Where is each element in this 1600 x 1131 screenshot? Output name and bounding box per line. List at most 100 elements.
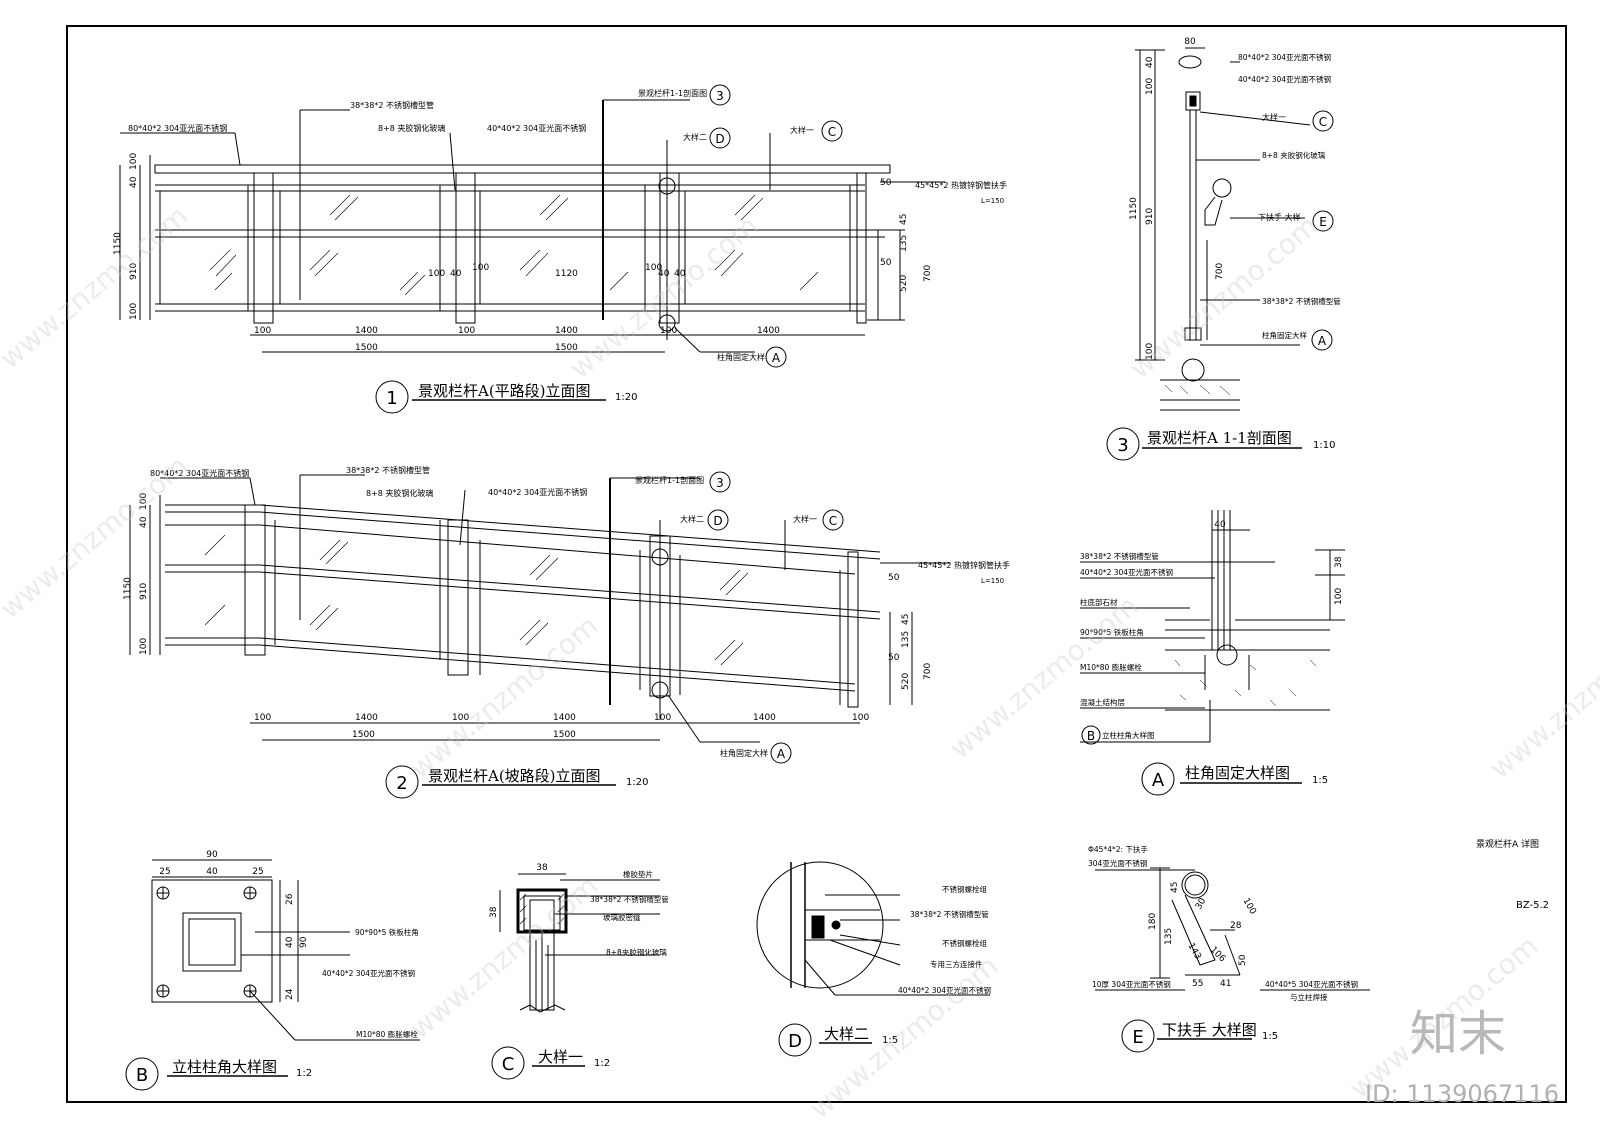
svg-text:50: 50 <box>880 178 892 188</box>
v1-ref-sec: 3 <box>716 89 724 103</box>
v2-ref-sec-circle <box>709 471 731 493</box>
svg-text:1400: 1400 <box>555 326 578 336</box>
vd-title: 大样二 <box>824 1025 869 1043</box>
svg-text:135: 135 <box>899 235 909 252</box>
v3-num: 3 <box>1117 435 1128 456</box>
v2-ref-sec: 3 <box>716 476 724 490</box>
svg-text:100: 100 <box>1145 343 1155 360</box>
v1-right-dims: 50 45 135 50 520 700 <box>880 178 933 292</box>
svg-text:55: 55 <box>1192 979 1203 989</box>
svg-text:520: 520 <box>901 673 911 690</box>
svg-text:1500: 1500 <box>352 730 375 740</box>
v3-label-top: 80*40*2 304亚光面不锈钢 <box>1238 52 1331 62</box>
view-1-flat-elevation <box>119 99 945 353</box>
svg-text:1400: 1400 <box>757 326 780 336</box>
v3-ref-base: A <box>1318 334 1327 348</box>
v1-ref-sec-circle <box>709 84 731 106</box>
v3-label-d1: 大样一 <box>1262 112 1286 122</box>
vc-label-4: 8+8夹胶钢化玻璃 <box>606 947 667 957</box>
svg-text:100: 100 <box>1334 588 1344 605</box>
vb-title: 立柱柱角大样图 <box>172 1058 277 1076</box>
vc-label-3: 玻璃胶密缝 <box>603 912 641 922</box>
vc-scale: 1:2 <box>594 1058 610 1069</box>
v1-ref-base: A <box>772 351 781 365</box>
ve-label-4: 40*40*5 304亚光面不锈钢 <box>1265 979 1358 989</box>
svg-text:24: 24 <box>285 988 295 1000</box>
va-title-circle <box>1141 762 1175 796</box>
svg-text:www.znzmo.com: www.znzmo.com <box>0 449 194 625</box>
svg-text:41: 41 <box>1220 979 1231 989</box>
v1-label-top-rail: 80*40*2 304亚光面不锈钢 <box>128 123 227 133</box>
v2-label-handrail: 45*45*2 热镀锌钢管扶手 <box>918 560 1010 570</box>
va-label-4: 90*90*5 铁板柱角 <box>1080 627 1144 637</box>
vb-label-1: 90*90*5 铁板柱角 <box>355 927 419 937</box>
svg-text:45: 45 <box>899 214 909 225</box>
svg-text:100: 100 <box>129 303 139 320</box>
v2-ref-d1: C <box>829 514 837 528</box>
svg-text:40: 40 <box>129 176 139 188</box>
v3-ref-lower: E <box>1319 215 1327 229</box>
svg-text:100: 100 <box>129 153 139 170</box>
vd-label-5: 40*40*2 304亚光面不锈钢 <box>898 985 991 995</box>
vd-label-1: 不锈钢螺栓组 <box>942 884 987 894</box>
svg-text:143: 143 <box>1185 942 1202 962</box>
svg-text:700: 700 <box>923 663 933 680</box>
svg-text:www.znzmo.com: www.znzmo.com <box>1483 609 1600 785</box>
v2-label-section-ref: 景观栏杆1-1剖面图 <box>635 475 704 485</box>
v1-label-glass: 8+8 夹胶钢化玻璃 <box>378 123 445 133</box>
svg-text:www.znzmo.com: www.znzmo.com <box>0 199 194 375</box>
svg-text:1400: 1400 <box>355 713 378 723</box>
vd-num: D <box>788 1031 802 1052</box>
svg-text:50: 50 <box>880 258 892 268</box>
v1-bottom-dims: 100 1400 100 1400 100 1400 1500 1500 <box>254 326 780 353</box>
va-ref-letter: B <box>1087 729 1095 743</box>
svg-text:50: 50 <box>888 573 900 583</box>
view-d-text: 不锈钢螺栓组 38*38*2 不锈钢槽型管 不锈钢螺栓组 专用三方连接件 40*… <box>778 884 991 1057</box>
svg-text:www.znzmo.com: www.znzmo.com <box>403 609 604 785</box>
v2-label-base-ref: 柱角固定大样 <box>720 748 768 758</box>
image-id-text: ID: 1139067116 <box>1365 1080 1559 1108</box>
v1-label-post: 40*40*2 304亚光面不锈钢 <box>487 123 586 133</box>
svg-text:100: 100 <box>428 269 445 279</box>
v3-label-channel: 38*38*2 不锈钢槽型管 <box>1262 296 1341 306</box>
svg-text:40: 40 <box>1214 520 1226 530</box>
svg-text:1400: 1400 <box>553 713 576 723</box>
svg-text:100: 100 <box>458 326 475 336</box>
view-b-text: 90 25 40 25 26 40 90 24 90*90*5 铁板柱角 40*… <box>125 850 419 1091</box>
v2-bottom-dims: 100 1400 100 1400 100 1400 100 1500 1500 <box>254 713 869 740</box>
svg-text:100: 100 <box>472 263 489 273</box>
v3-label-base: 柱角固定大样 <box>1262 330 1307 340</box>
ve-label-1: Φ45*4*2: 下扶手 <box>1088 844 1148 854</box>
v3-title: 景观栏杆A 1-1剖面图 <box>1147 429 1292 447</box>
svg-text:100: 100 <box>254 713 271 723</box>
va-label-6: 混凝土结构层 <box>1080 697 1125 707</box>
v3-ref-base-circle <box>1311 329 1333 351</box>
v2-title-circle <box>385 765 419 799</box>
svg-text:40: 40 <box>658 269 670 279</box>
vc-title-circle <box>491 1046 525 1080</box>
vd-label-3: 不锈钢螺栓组 <box>942 938 987 948</box>
ve-num: E <box>1132 1027 1143 1048</box>
v3-ref-d1-circle <box>1312 110 1334 132</box>
svg-text:45: 45 <box>1170 882 1180 893</box>
svg-text:100: 100 <box>1145 78 1155 95</box>
svg-text:135: 135 <box>901 631 911 648</box>
v1-ref-base-circle <box>765 346 787 368</box>
svg-text:1500: 1500 <box>555 343 578 353</box>
ve-label-2: 304亚光面不锈钢 <box>1088 858 1147 868</box>
v2-ref-d2-circle <box>707 509 729 531</box>
vd-label-4: 专用三方连接件 <box>930 959 983 969</box>
svg-text:40: 40 <box>206 867 218 877</box>
v2-ref-base: A <box>777 747 786 761</box>
v2-label-glass: 8+8 夹胶钢化玻璃 <box>366 488 433 498</box>
ve-title-circle <box>1121 1019 1155 1053</box>
v1-num: 1 <box>386 388 397 409</box>
vd-title-circle <box>778 1023 812 1057</box>
vb-scale: 1:2 <box>296 1068 312 1079</box>
svg-text:910: 910 <box>129 263 139 280</box>
svg-text:910: 910 <box>1145 208 1155 225</box>
svg-text:1400: 1400 <box>355 326 378 336</box>
v2-scale: 1:20 <box>626 777 648 788</box>
v2-label-handrail-len: L=150 <box>981 577 1004 585</box>
